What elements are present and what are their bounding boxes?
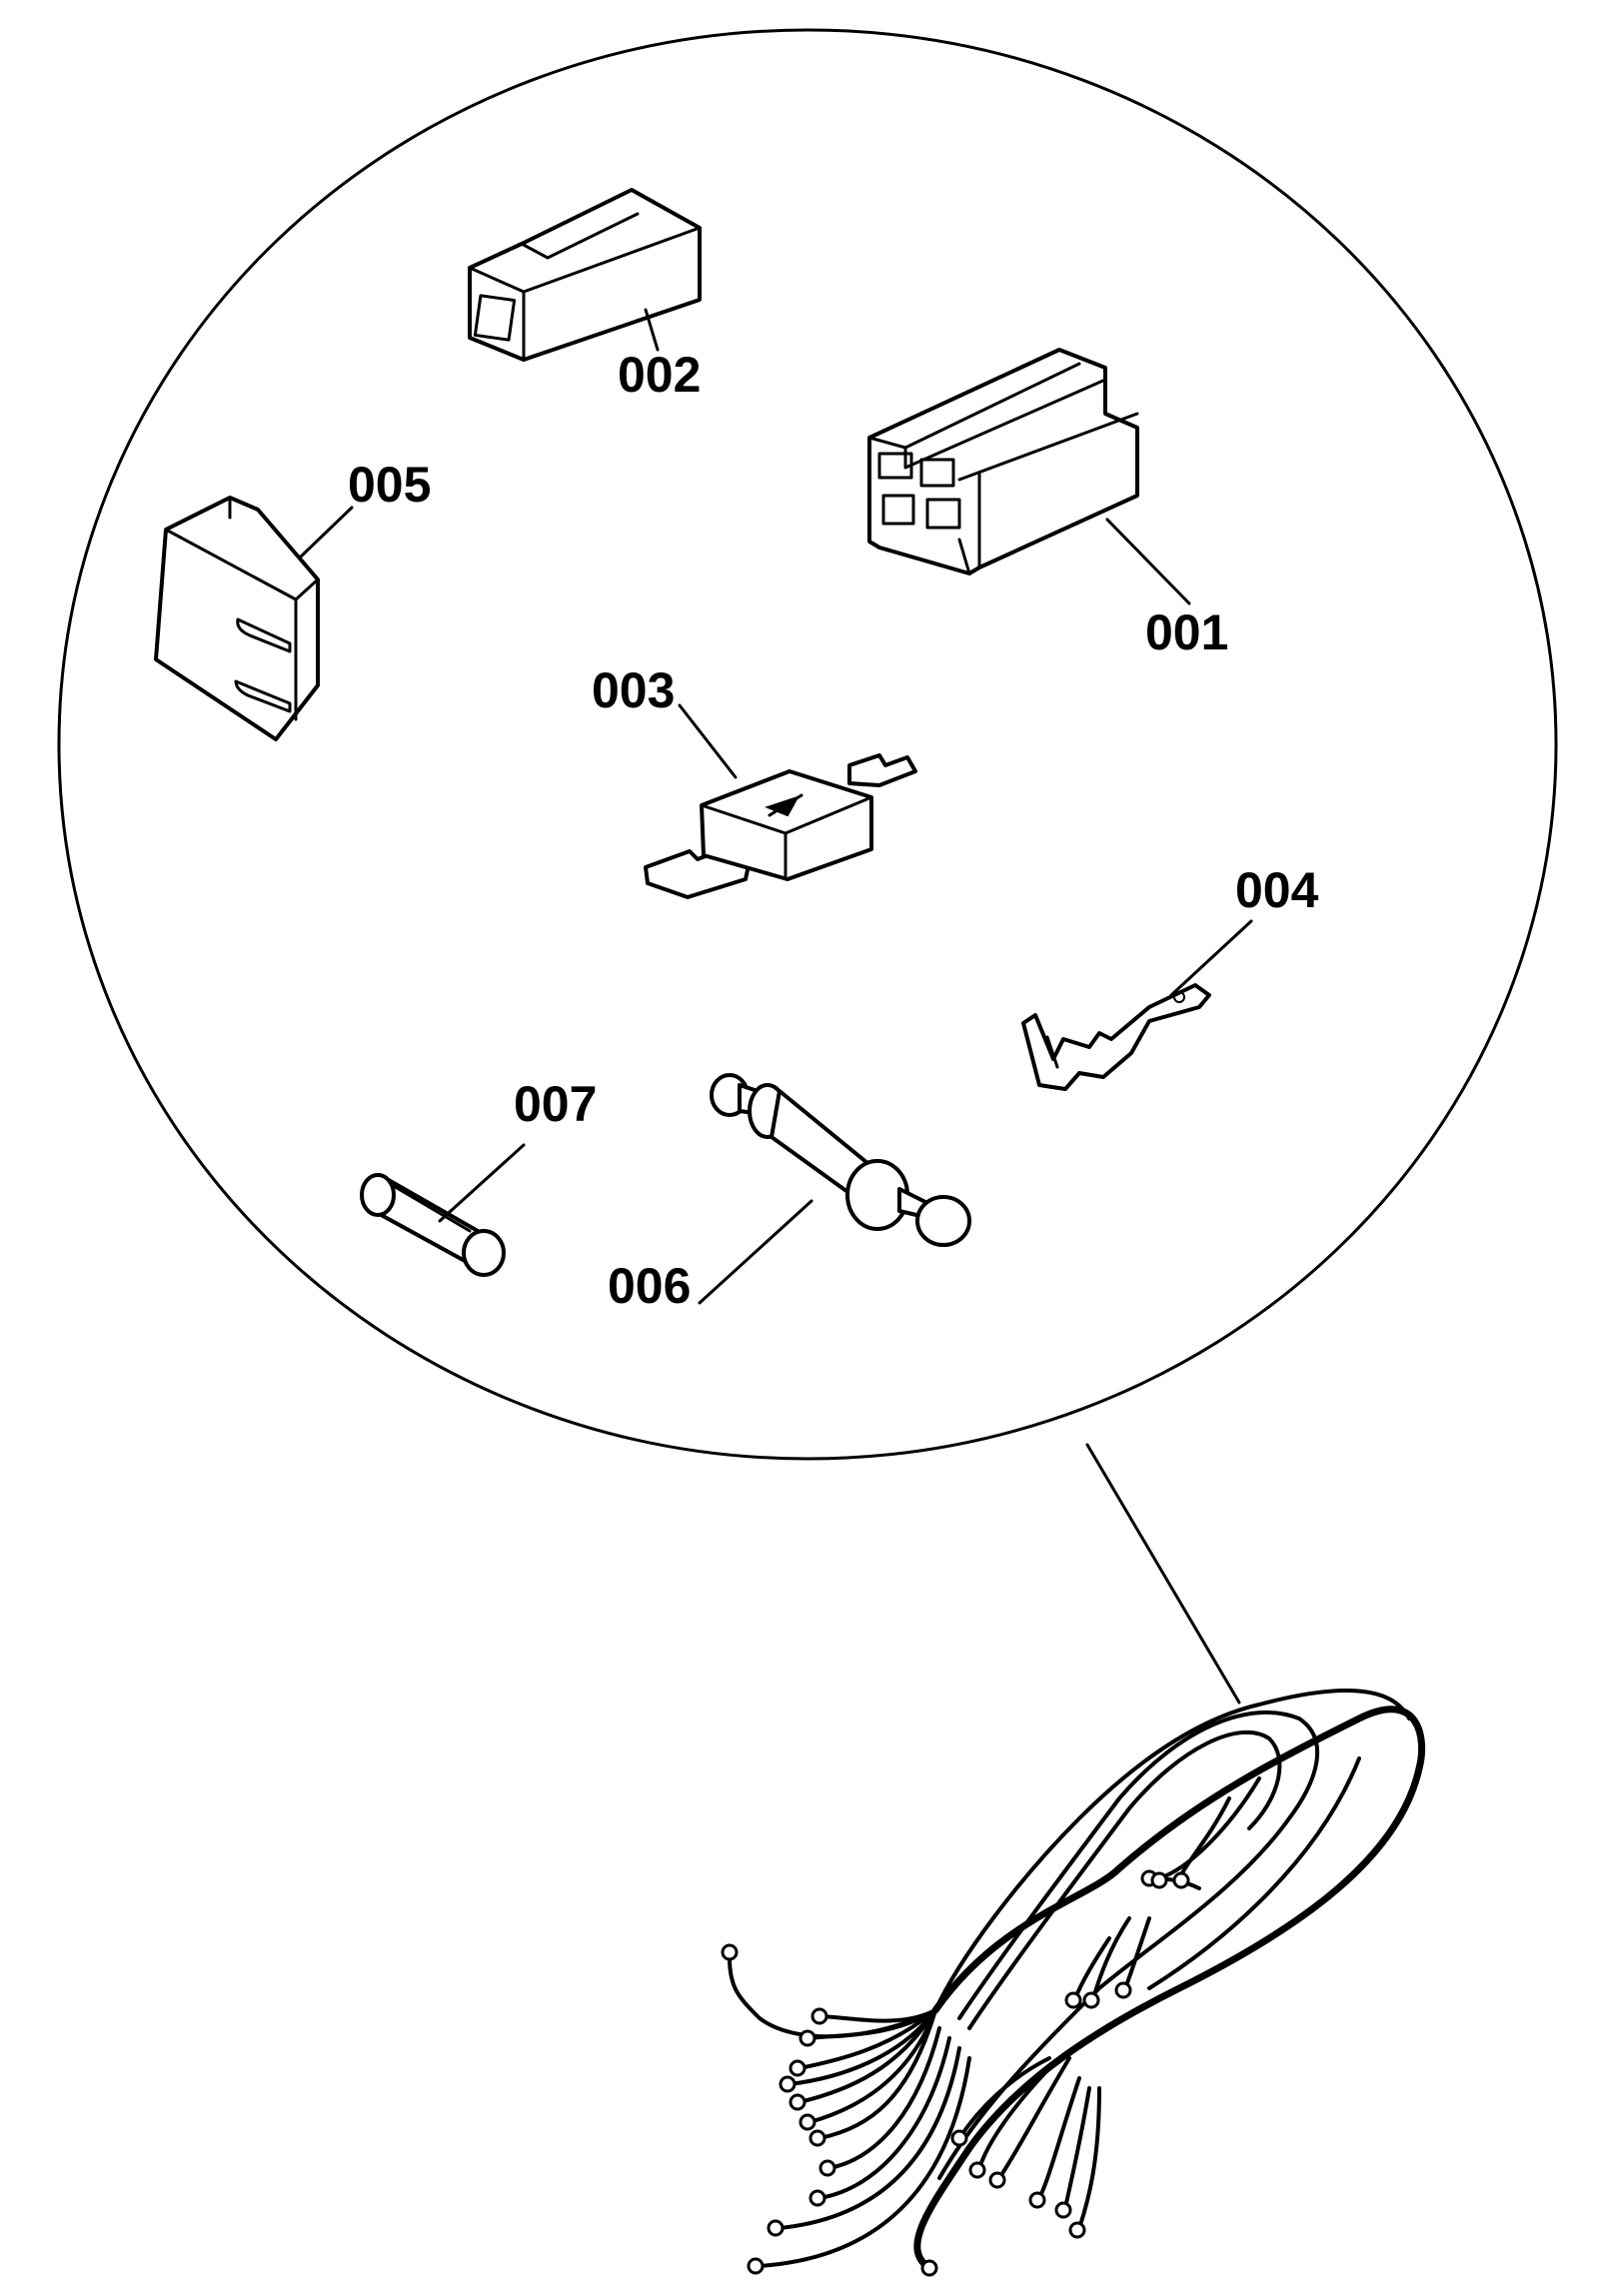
detail-circle [57, 28, 1558, 1461]
part-007-fuse [360, 1173, 506, 1277]
part-006-bullet-connector [710, 1073, 971, 1247]
label-005: 005 [348, 457, 431, 513]
label-003: 003 [592, 662, 675, 718]
leader-line-004 [1169, 919, 1253, 997]
label-006: 006 [608, 1258, 691, 1314]
wiring-harness [721, 1689, 1426, 2277]
part-002-connector-housing [468, 188, 702, 362]
leader-line-003 [678, 703, 738, 779]
harness-terminals [721, 1869, 1190, 2277]
leader-line-006 [698, 1199, 813, 1305]
label-001: 001 [1145, 604, 1228, 660]
label-004: 004 [1235, 862, 1319, 918]
leader-line-007 [438, 1143, 526, 1223]
part-005-clip-cover [154, 496, 320, 741]
label-007: 007 [514, 1076, 597, 1132]
part-001-connector-housing [867, 348, 1139, 575]
leader-lines [298, 308, 1253, 1305]
label-002: 002 [618, 347, 701, 403]
leader-line-005 [298, 506, 354, 560]
part-003-diode [644, 753, 917, 899]
part-004-crimp-terminal [1021, 983, 1211, 1091]
leader-line-001 [1105, 518, 1191, 605]
harness-leader-line [1085, 1443, 1241, 1705]
leader-line-002 [644, 308, 660, 352]
